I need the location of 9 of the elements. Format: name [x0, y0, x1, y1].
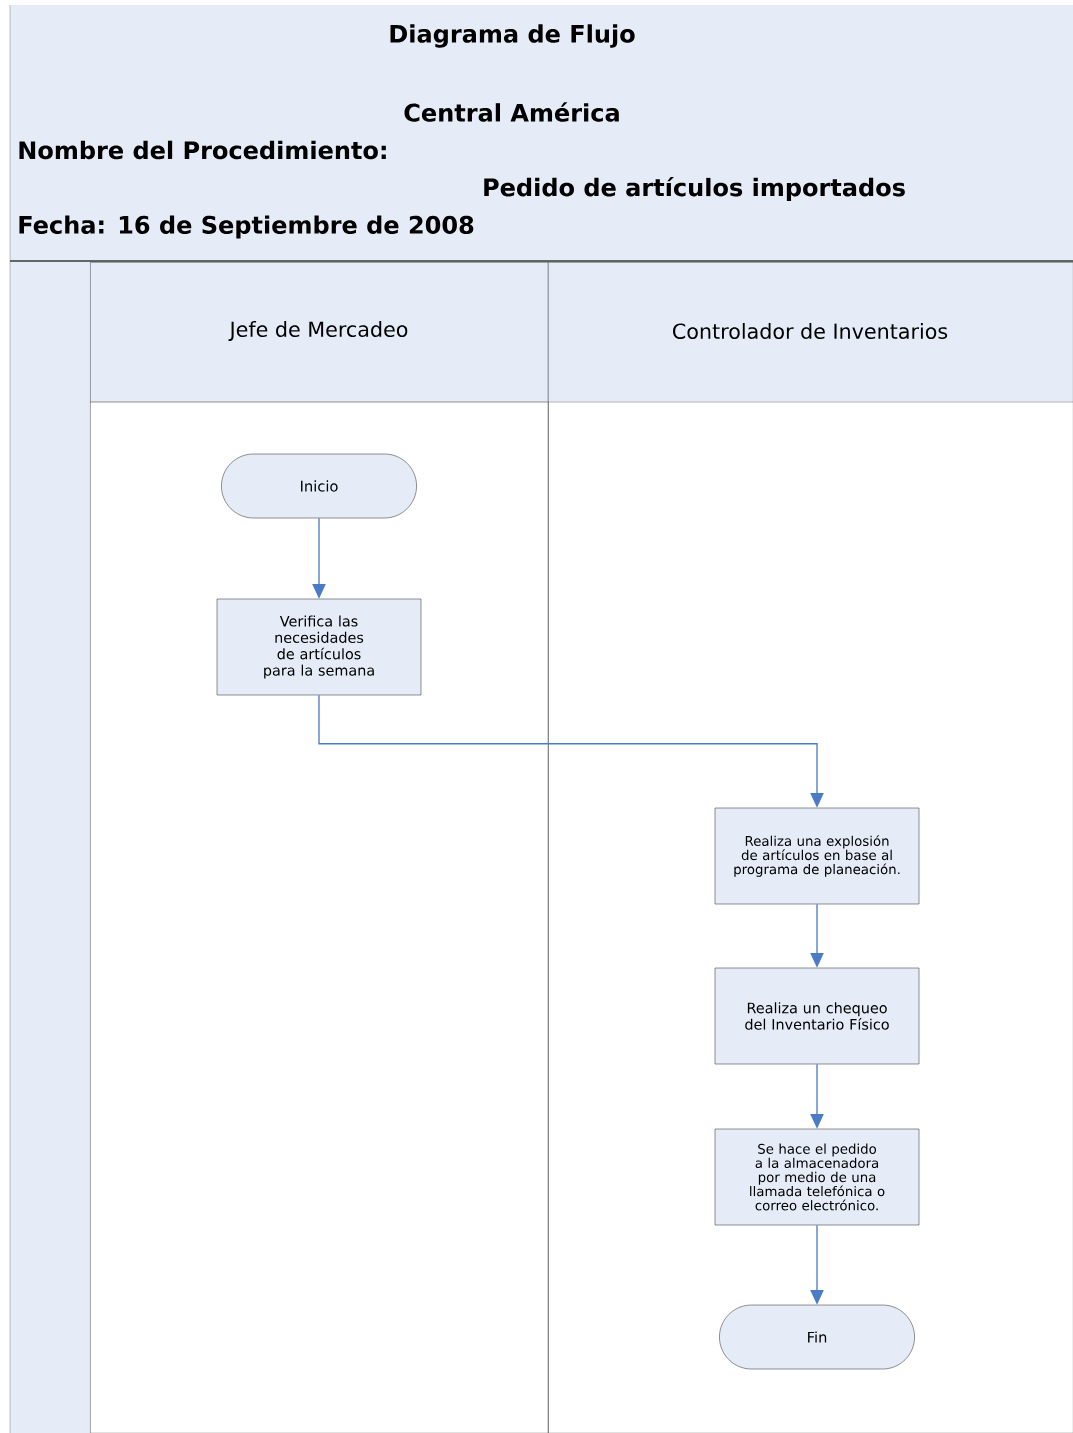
process-box: Realiza una explosión de artículos en base al programa de planeación. [714, 807, 920, 905]
header-text: Central América [404, 102, 619, 122]
process-box: Se hace el pedido a la almacenadora por medio de una llamada telefónica o correo electrónico. [714, 1128, 920, 1226]
header-text: Fecha: 16 de Septiembre de 2008 [19, 215, 474, 239]
header-text: Nombre del Procedimiento: [19, 140, 386, 160]
title: Diagrama de Flujo [390, 24, 635, 48]
process-box: Verifica las necesidades de artículos para la semana [216, 598, 422, 696]
header-text: Pedido de artículos importados [484, 176, 905, 202]
process-box: Realiza un chequeo del Inventario Físico [714, 967, 920, 1065]
